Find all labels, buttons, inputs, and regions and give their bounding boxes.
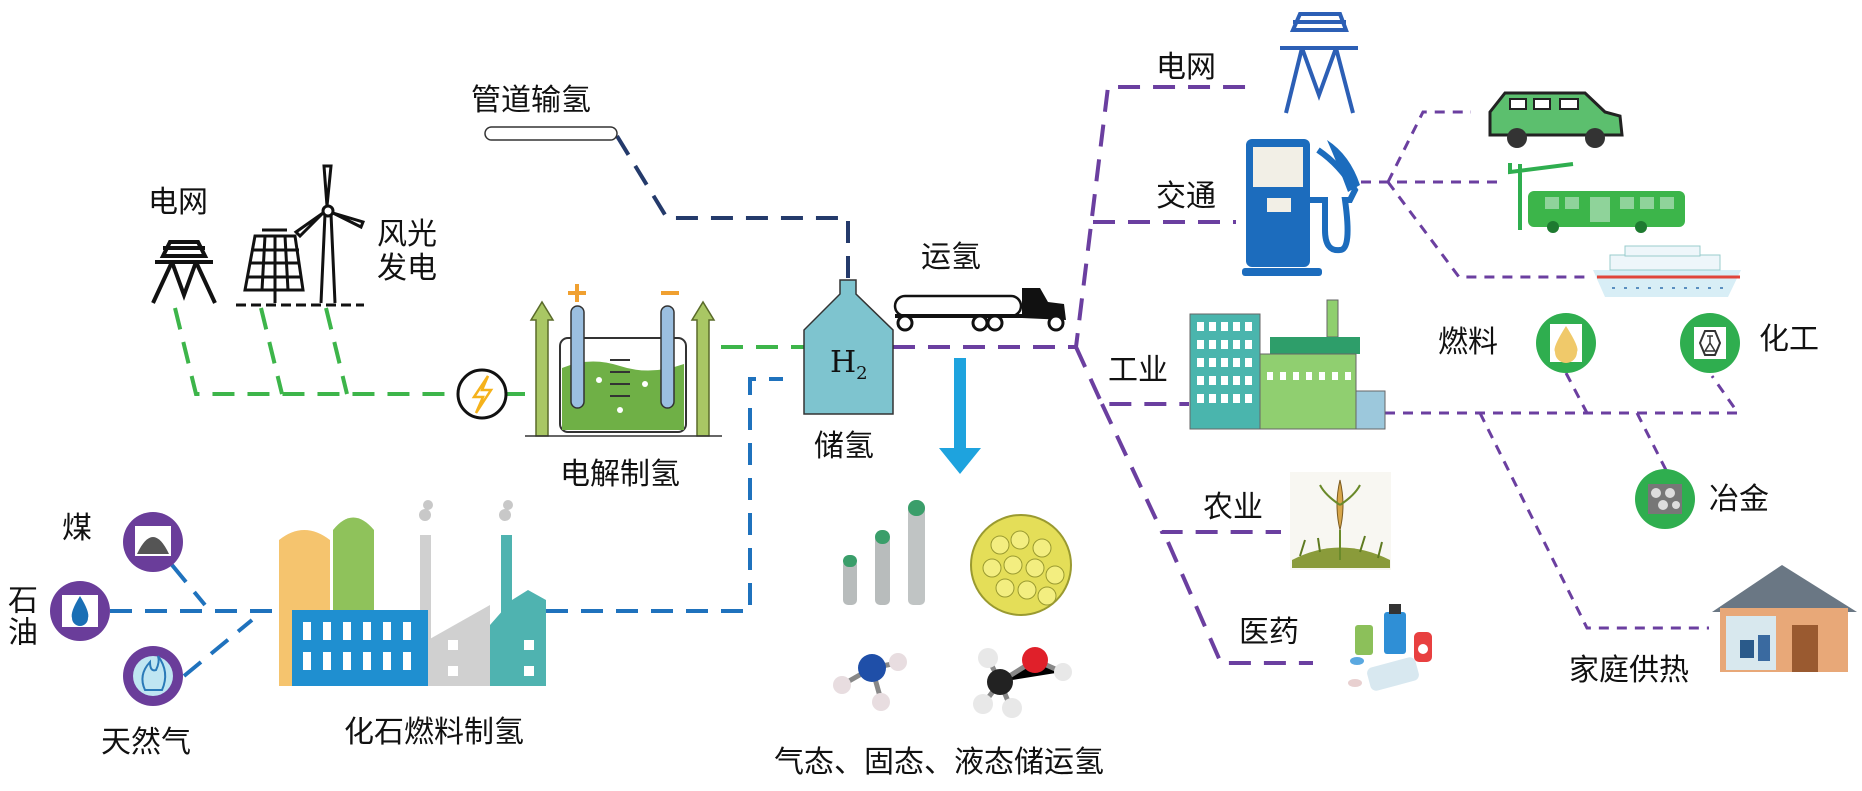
power-pylon-icon — [151, 240, 217, 304]
down-arrow-icon — [939, 358, 981, 474]
nanoparticle-icon — [970, 514, 1072, 616]
coal-icon — [123, 512, 183, 572]
ammonia-molecule-icon — [833, 653, 907, 711]
pipeline-icon — [484, 126, 618, 141]
wind-turbine-icon — [293, 164, 366, 304]
home-heating-label: 家庭供热 — [1569, 653, 1689, 688]
power-pylon-icon — [1280, 12, 1358, 114]
grid-right-label: 电网 — [1156, 50, 1216, 85]
bus-icon — [1508, 162, 1685, 233]
sub-application-lines — [1361, 110, 1741, 630]
agriculture-label: 农业 — [1203, 490, 1263, 525]
steel-pipes-icon — [1635, 469, 1695, 529]
ship-icon — [1593, 245, 1741, 297]
pipeline-line — [615, 134, 850, 283]
tank-formula: H2 — [830, 348, 868, 383]
oil-label: 石油 — [2, 584, 37, 648]
tanker-truck-icon — [893, 288, 1066, 332]
industrial-plant-icon — [1189, 299, 1386, 430]
car-icon — [1488, 91, 1624, 148]
industry-label: 工业 — [1108, 353, 1168, 388]
medicine-icon — [1348, 604, 1432, 691]
lightning-icon — [456, 368, 508, 420]
fuel-label: 燃料 — [1438, 325, 1498, 360]
fuel-pump-icon — [1242, 139, 1360, 276]
flask-icon — [1680, 313, 1740, 373]
wind-solar-label: 风光发电 — [377, 217, 437, 286]
medicine-label: 医药 — [1239, 615, 1299, 650]
electrolysis-label: 电解制氢 — [560, 457, 680, 492]
traffic-label: 交通 — [1156, 179, 1216, 214]
metallurgy-label: 冶金 — [1709, 482, 1769, 517]
pipeline-label: 管道输氢 — [471, 83, 591, 118]
renewable-lines — [173, 307, 804, 396]
storage-states-label: 气态、固态、液态储运氢 — [774, 745, 1104, 780]
corn-icon — [1290, 472, 1391, 570]
natural-gas-label: 天然气 — [101, 725, 191, 760]
oil-drop-icon — [50, 581, 110, 641]
application-lines — [893, 85, 1313, 665]
fuel-drop-icon — [1536, 313, 1596, 373]
chemical-label: 化工 — [1759, 322, 1819, 357]
electrolyzer-icon — [525, 284, 722, 437]
grid-left-label: 电网 — [148, 185, 208, 220]
fossil-lines — [110, 377, 783, 678]
storage-label: 储氢 — [814, 429, 874, 464]
house-icon — [1712, 565, 1857, 672]
tank-formula-h: H — [830, 345, 857, 380]
fossil-hydrogen-label: 化石燃料制氢 — [344, 715, 524, 750]
transport-label: 运氢 — [921, 240, 981, 275]
hydrogen-tank-icon — [803, 279, 894, 415]
flame-icon — [123, 646, 183, 706]
solar-panel-icon — [236, 228, 364, 307]
gas-cylinders-icon — [843, 500, 925, 605]
fossil-factory-icon — [279, 500, 546, 686]
methanol-molecule-icon — [973, 647, 1072, 718]
tank-formula-subscript: 2 — [856, 363, 868, 384]
coal-label: 煤 — [62, 511, 92, 546]
